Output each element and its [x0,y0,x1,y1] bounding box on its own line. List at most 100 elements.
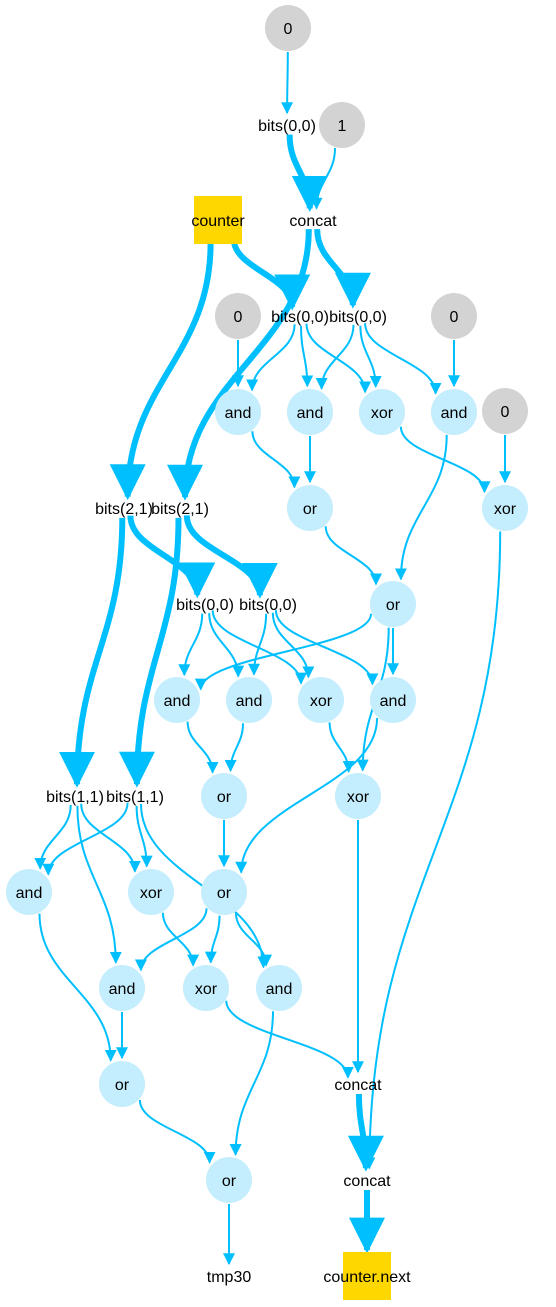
node-xor3: xor [298,677,344,723]
operator-node-circle [183,965,229,1011]
node-label: xor [347,789,370,806]
operator-node-circle [431,389,477,435]
node-xor4: xor [335,773,381,819]
edge-or4-to-and8 [134,908,208,972]
edge-xor2-to-concat_c [363,531,502,1170]
node-label: and [297,405,324,422]
edge-counter-to-bits00_b [230,237,311,311]
edge-bits11_a-to-xor5 [80,803,141,873]
edge-and9-to-or6 [229,1011,274,1156]
node-label: xor [140,885,163,902]
constant-node-circle [431,293,477,339]
node-or2: or [370,581,416,627]
edge-bits00_d-to-and4 [178,613,204,677]
node-label: bits(0,0) [329,309,387,326]
node-label: xor [371,405,394,422]
node-label: concat [343,1173,391,1190]
node-label: bits(2,1) [95,501,153,518]
node-label: and [16,885,43,902]
node-label: 0 [450,309,459,326]
edge-and4-to-or3 [186,721,219,774]
edge-xor5-to-xor6 [161,912,200,967]
edge-xor3-to-xor4 [328,722,355,773]
node-label: bits(2,1) [151,501,209,518]
edge-bits00_c-to-and2 [315,324,355,390]
node-label: and [441,405,468,422]
node-label: 1 [338,118,347,135]
register-node-box [194,196,242,244]
operator-node-circle [298,677,344,723]
edge-and3-to-or2 [394,434,448,581]
edge-xor6-to-concat_b [225,1000,354,1079]
node-label: and [109,981,136,998]
operator-node-circle [370,581,416,627]
edge-and5-to-or3 [224,723,244,772]
node-label: bits(1,1) [106,789,164,806]
edge-bits21_b-to-bits11_b [118,517,182,788]
constant-node-circle [215,293,261,339]
node-counter: counter [191,196,245,244]
node-label: 0 [501,404,510,421]
node-c0-top: 0 [265,5,311,51]
edge-or4-to-and9 [234,912,273,967]
node-label: and [236,693,263,710]
node-bits21-b: bits(2,1) [151,501,209,518]
node-label: or [303,501,318,518]
node-c0-rr: 0 [482,388,528,434]
edge-bits00_a-to-concat_a [286,134,328,212]
operator-node-circle [287,389,333,435]
node-bits00-a: bits(0,0) [258,118,316,135]
edge-bits00_e-to-and5 [248,613,268,676]
node-or3: or [201,773,247,819]
node-tmp30: tmp30 [207,1269,252,1286]
node-label: bits(0,0) [176,597,234,614]
edge-concat_a-to-bits21_b [167,229,312,501]
edge-or4-to-xor6 [204,915,221,964]
node-label: bits(0,0) [239,597,297,614]
edge-bits00_d-to-xor3 [211,610,307,685]
operator-node-circle [482,485,528,531]
edge-bits00_b-to-and2 [300,325,314,388]
node-concat-c: concat [343,1173,391,1190]
node-bits00-c: bits(0,0) [329,309,387,326]
edge-bits11_b-to-and7 [42,802,129,876]
node-label: concat [289,213,337,230]
edge-bits00_c-to-and3 [364,323,442,395]
edge-bits21_a-to-bits11_a [59,517,126,788]
node-label: or [222,1173,237,1190]
edge-concat_a-to-bits00_c [314,228,371,309]
node-and2: and [287,389,333,435]
edge-bits11_a-to-and7 [34,804,72,870]
node-label: bits(1,1) [46,789,104,806]
operator-node-circle [226,677,272,723]
node-label: or [115,1077,130,1094]
edge-or2-to-and4 [194,613,373,691]
node-bits00-d: bits(0,0) [176,597,234,614]
edge-bits00_c-to-xor1 [359,325,382,388]
operator-node-circle [370,677,416,723]
operator-node-circle [128,869,174,915]
edge-or5-to-or6 [138,1099,216,1164]
node-label: xor [195,981,218,998]
node-and8: and [99,965,145,1011]
node-label: bits(0,0) [258,118,316,135]
operator-node-circle [287,485,333,531]
operator-node-circle [359,389,405,435]
edge-concat_b-to-concat_c [347,1093,384,1172]
node-xor6: xor [183,965,229,1011]
edge-bits00_e-to-and6 [274,609,379,686]
node-bits00-b: bits(0,0) [271,309,329,326]
node-c0-r: 0 [431,293,477,339]
edge-and6-to-or4 [235,717,379,874]
node-and5: and [226,677,272,723]
operator-node-circle [206,1157,252,1203]
node-label: bits(0,0) [271,309,329,326]
node-label: xor [310,693,333,710]
node-label: and [380,693,407,710]
edges-layer [34,51,511,1266]
operator-node-circle [99,965,145,1011]
operator-node-circle [154,677,200,723]
node-xor1: xor [359,389,405,435]
